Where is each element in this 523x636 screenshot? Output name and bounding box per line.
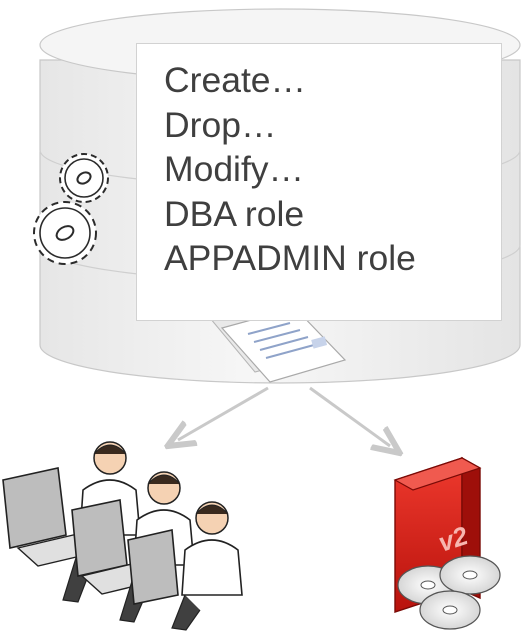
privilege-modify: Modify… [164,149,305,189]
privilege-create: Create… [164,60,307,100]
privilege-drop: Drop… [164,104,277,145]
operators-at-workstations-icon [2,441,243,631]
arrow-to-operators [178,386,269,440]
privilege-dba-role: DBA role [164,193,305,234]
privilege-appadmin-role: APPADMIN role [164,238,416,278]
privilege-list-box: Create… Drop… Modify… DBA role APPADMIN … [136,43,502,321]
software-box-v2-icon: v2 [393,456,501,630]
arrow-to-software [309,386,390,446]
gears-icon [33,153,109,265]
